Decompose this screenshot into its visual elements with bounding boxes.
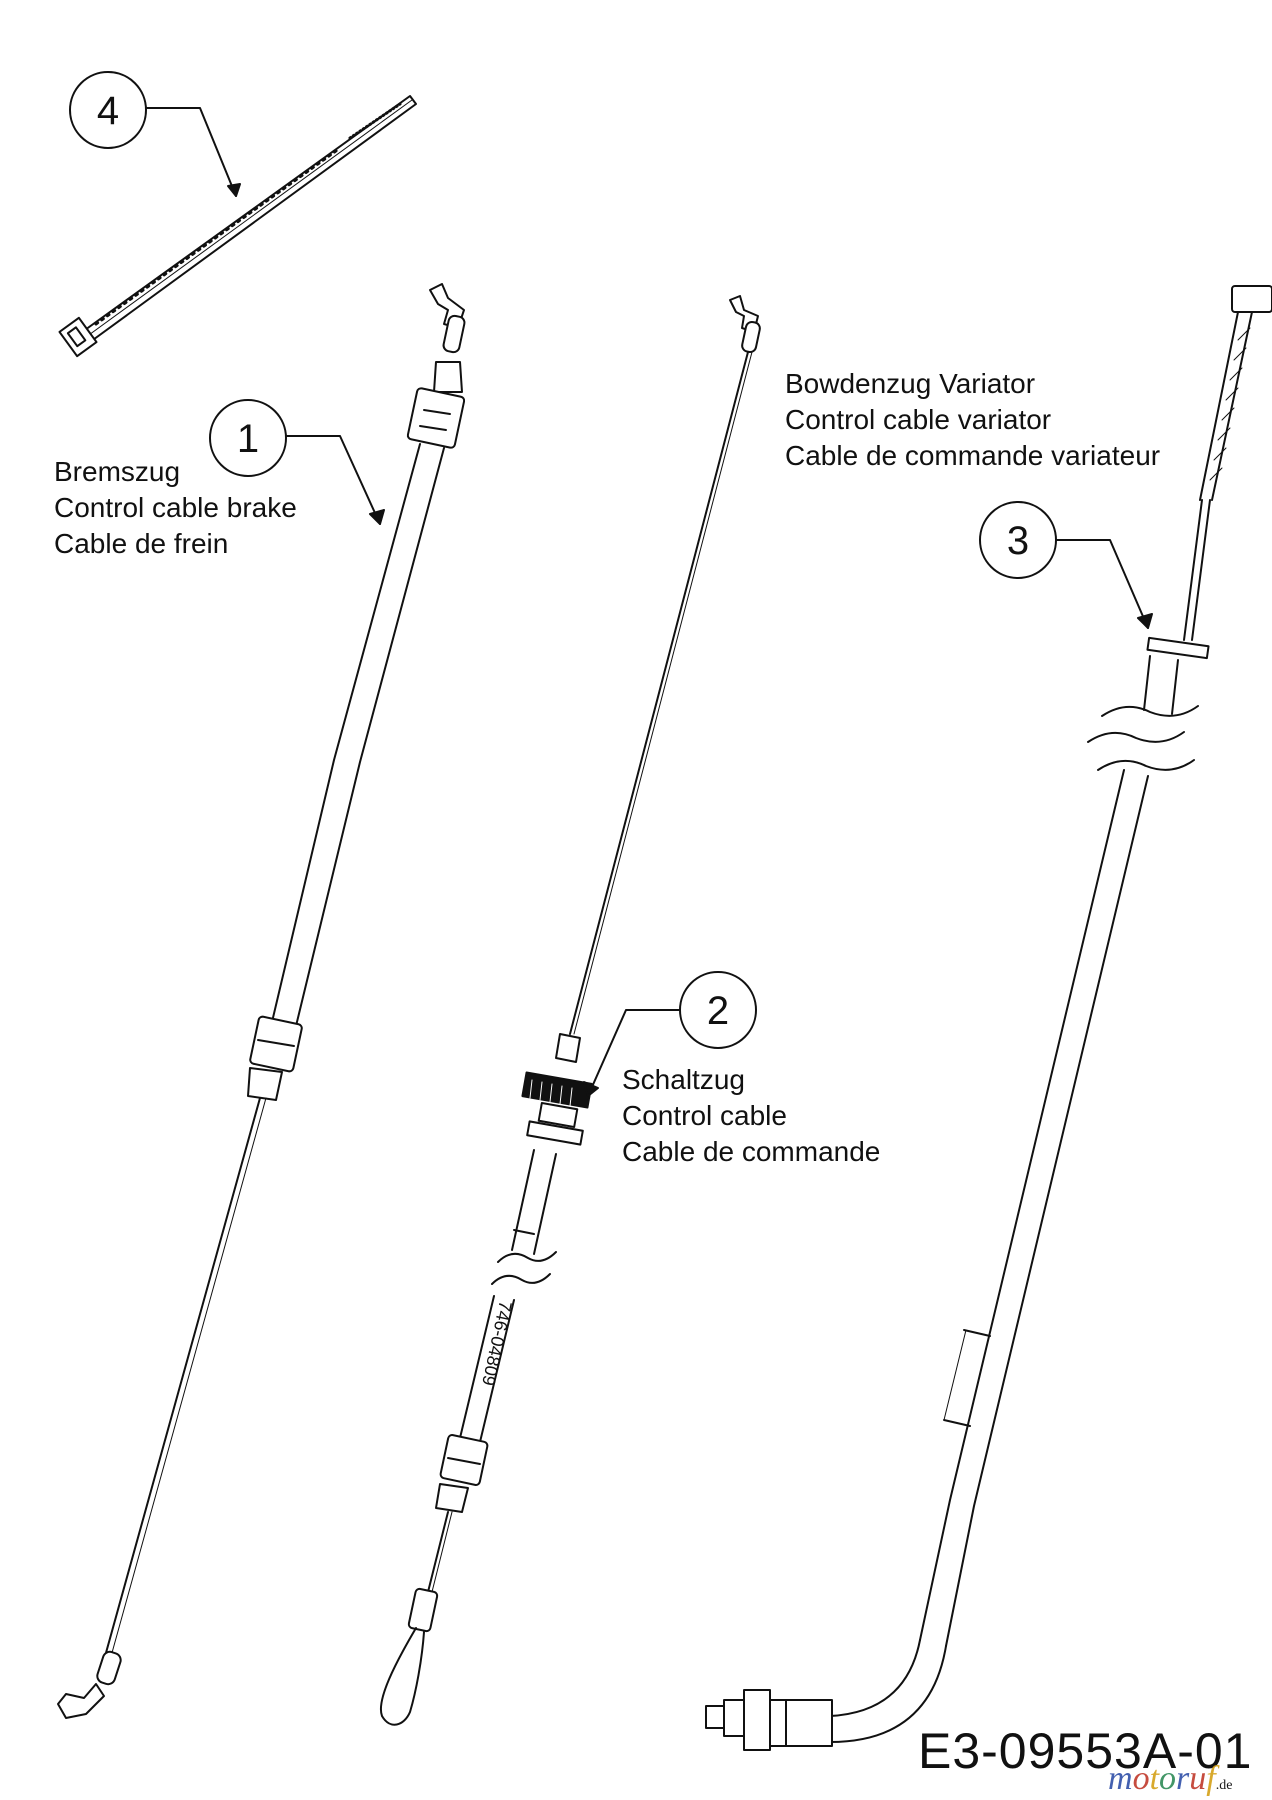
callout-4: 4 — [69, 71, 241, 197]
watermark-text: motoruf — [1108, 1760, 1216, 1797]
watermark-tld: .de — [1215, 1778, 1233, 1793]
watermark-letter: o — [1159, 1760, 1177, 1797]
watermark-letter: u — [1189, 1760, 1207, 1797]
brake-label-de: Bremszug — [54, 456, 181, 487]
variator-cable — [705, 285, 1272, 1751]
watermark-letter: m — [1108, 1760, 1133, 1797]
shift-cable-label: Schaltzug Control cable Cable de command… — [622, 1062, 880, 1170]
cable-tie — [58, 95, 417, 358]
variator-label-de: Bowdenzug Variator — [785, 368, 1036, 399]
shift-label-de: Schaltzug — [622, 1064, 745, 1095]
brake-cable — [57, 283, 466, 1719]
callout-1-number: 1 — [237, 417, 259, 461]
shift-label-fr: Cable de commande — [622, 1136, 881, 1167]
callout-3: 3 — [979, 501, 1153, 629]
callout-4-number: 4 — [97, 89, 119, 133]
watermark-logo: motoruf.de — [1108, 1760, 1232, 1798]
part-marking: 746-04809 — [478, 1299, 515, 1387]
variator-label-fr: Cable de commande variateur — [785, 440, 1161, 471]
callout-2: 2 — [583, 971, 757, 1097]
variator-label-en: Control cable variator — [785, 404, 1052, 435]
brake-label-en: Control cable brake — [54, 492, 297, 523]
variator-cable-label: Bowdenzug Variator Control cable variato… — [785, 366, 1160, 474]
callout-3-number: 3 — [1007, 519, 1029, 563]
watermark-letter: t — [1149, 1760, 1160, 1797]
callout-2-number: 2 — [707, 989, 729, 1033]
watermark-letter: r — [1176, 1760, 1190, 1797]
document-code: E3-09553A-01 — [918, 1723, 1253, 1779]
shift-label-en: Control cable — [622, 1100, 787, 1131]
watermark-letter: o — [1132, 1760, 1150, 1797]
watermark-letter: f — [1206, 1760, 1216, 1797]
callout-1: 1 — [209, 399, 385, 525]
brake-cable-label: Bremszug Control cable brake Cable de fr… — [54, 454, 297, 562]
brake-label-fr: Cable de frein — [54, 528, 229, 559]
shift-cable — [379, 295, 761, 1726]
